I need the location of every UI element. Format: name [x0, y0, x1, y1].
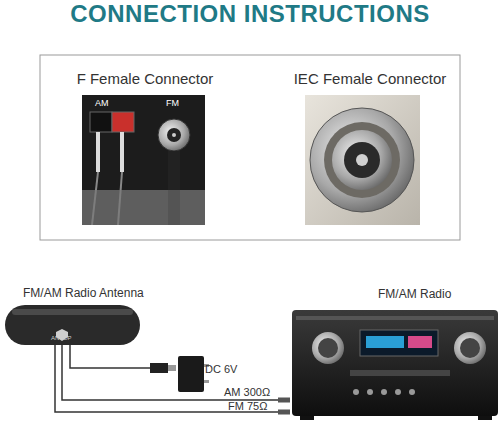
connector-heading: F Female Connector: [70, 70, 220, 87]
wire-plug: [278, 410, 290, 415]
radio-illustration: [292, 310, 498, 420]
antenna-box: FM/AM Radio AntennaANTOP: [5, 284, 145, 345]
brand-logo: ANTOP: [51, 335, 72, 341]
wire-label: AM 300Ω: [224, 386, 270, 398]
diagram-title: CONNECTION INSTRUCTIONS: [0, 0, 500, 28]
power-label: DC 6V: [205, 363, 237, 375]
f-connector-photo-box: F Female ConnectorAM FM: [70, 68, 220, 228]
terminal-label: FM: [166, 98, 179, 108]
terminal-label: AM: [95, 98, 109, 108]
iec-connector-photo: [305, 95, 420, 225]
antenna-illustration: [5, 305, 140, 345]
antenna-wire: [55, 345, 290, 412]
radio-box: FM/AM Radio: [290, 285, 500, 420]
f-connector-photo: [82, 95, 205, 225]
device-heading: FM/AM Radio: [378, 287, 451, 301]
antenna-wire: [62, 345, 290, 400]
wire-label: FM 75Ω: [228, 400, 267, 412]
iec-connector-photo-box: IEC Female Connector: [285, 68, 455, 228]
device-heading: FM/AM Radio Antenna: [23, 286, 144, 300]
wire-plug: [278, 398, 290, 403]
frame: [40, 55, 460, 240]
dc-power-wire: [70, 345, 209, 392]
connector-heading: IEC Female Connector: [285, 70, 455, 87]
